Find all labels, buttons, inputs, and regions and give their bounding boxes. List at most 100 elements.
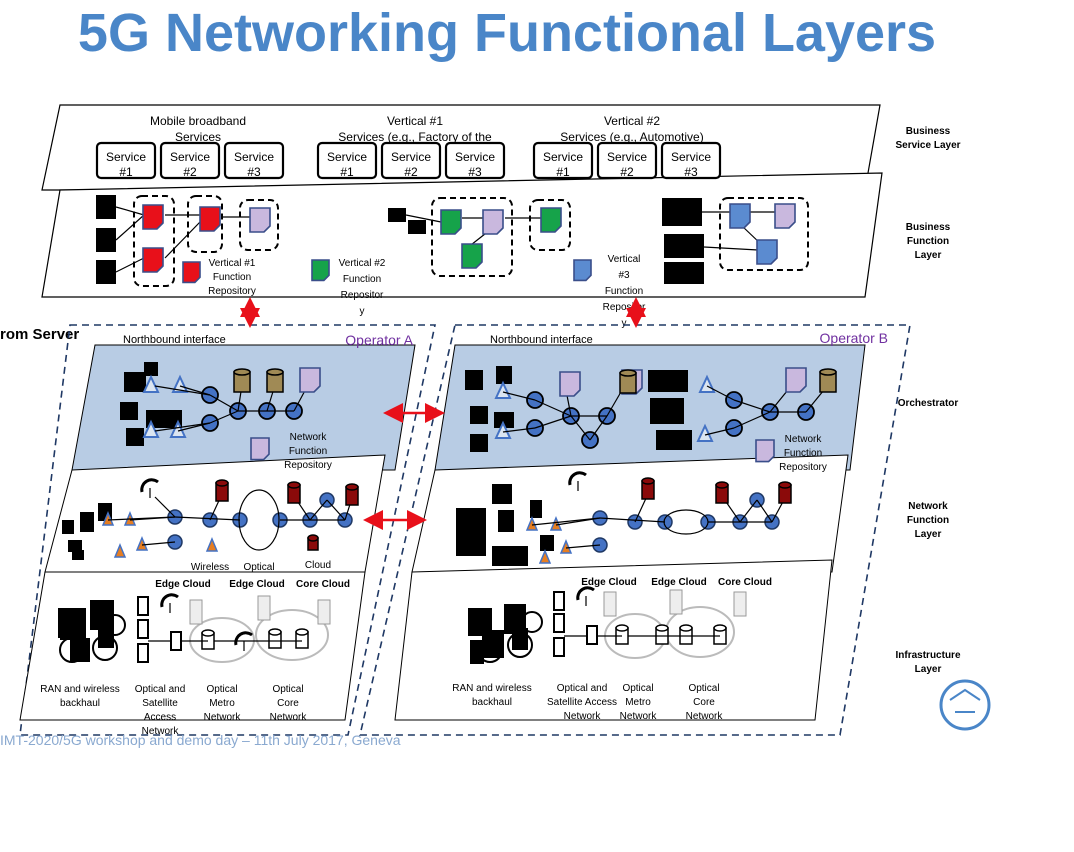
vertical1-repository-label: Function (213, 272, 251, 283)
function-icon (755, 439, 775, 463)
service-number: #2 (183, 165, 197, 179)
database-icon (819, 368, 837, 376)
function-group-box (719, 197, 809, 271)
device-icon (530, 500, 542, 518)
link-line (739, 499, 758, 523)
server-rack (257, 595, 271, 621)
cloud-label: Edge Cloud (155, 579, 211, 590)
infra-label: Optical and (557, 683, 608, 694)
device-icon (494, 412, 514, 428)
service-number: #2 (404, 165, 418, 179)
service-box (596, 141, 658, 180)
antenna-icon (171, 374, 189, 393)
business-function-layer (41, 172, 883, 298)
vertical3-repository-label: #3 (618, 270, 630, 281)
infra-label: Network (686, 711, 724, 722)
network-function-repository-label: Function (289, 446, 327, 457)
network-function-repository-label: Function (784, 448, 822, 459)
northbound-label: Northbound interface (490, 334, 593, 346)
service-box (660, 141, 722, 180)
cloud-label: Edge Cloud (229, 579, 285, 590)
database-icon (233, 368, 251, 376)
function-icon (785, 367, 807, 393)
database-icon (345, 483, 359, 491)
service-box (380, 141, 442, 180)
device-icon (498, 510, 514, 532)
database-icon (215, 479, 229, 487)
link-line (209, 394, 239, 412)
service-label: Service (106, 150, 146, 164)
database-icon (268, 628, 282, 636)
operator-label: Operator B (820, 330, 888, 346)
cloud-shape (189, 617, 255, 663)
link-line (589, 415, 608, 441)
antenna-icon (559, 539, 573, 554)
link-line (179, 385, 211, 396)
device-icon (504, 604, 526, 634)
link-line (154, 496, 176, 518)
antenna-icon (538, 549, 552, 564)
infra-label: Optical (272, 684, 303, 695)
satellite-dish-icon (576, 586, 595, 601)
database-icon (713, 624, 727, 632)
service-box (316, 141, 378, 180)
service-group-subtitle: Services (e.g., Factory of the (338, 130, 492, 144)
antenna-icon (142, 374, 160, 393)
function-icon (142, 247, 164, 273)
network-function-repository-label: Network (785, 434, 823, 445)
function-icon (559, 371, 581, 397)
function-group-box (529, 199, 571, 251)
infra-label: Network (204, 712, 242, 723)
northbound-label: Northbound interface (123, 334, 226, 346)
function-icon (249, 207, 271, 233)
server-rack (733, 591, 747, 617)
infra-label: Network (142, 726, 180, 737)
database-icon (287, 481, 301, 489)
device-icon (96, 195, 116, 219)
operator-b-nf-layer (411, 454, 849, 573)
infra-label: backhaul (472, 697, 512, 708)
service-box (223, 141, 285, 180)
satellite-dish-icon (160, 593, 179, 608)
device-icon (96, 228, 116, 252)
database-icon (778, 481, 792, 489)
footer: IMT-2020/5G workshop and demo day – 11th… (0, 732, 401, 748)
device-icon (465, 370, 483, 390)
vertical2-repository-label: Vertical #2 (339, 258, 386, 269)
antenna-icon (135, 536, 149, 551)
device-icon (60, 622, 72, 640)
device-icon (62, 520, 74, 534)
device-icon (90, 600, 114, 630)
function-icon (311, 259, 330, 282)
device-icon (70, 638, 90, 662)
layer-label: Function (907, 515, 949, 526)
operator-b-outline (358, 324, 911, 736)
infra-label: Satellite Access (547, 697, 617, 708)
device-icon (482, 630, 504, 658)
function-icon (573, 259, 592, 282)
link-line (174, 516, 241, 521)
network-function-repository-label: Repository (284, 460, 332, 471)
device-icon (144, 362, 158, 376)
layer-label: Network (908, 501, 948, 512)
link-line (565, 544, 601, 549)
infra-label: Network (270, 712, 308, 723)
nf-label-cloud: Cloud (305, 560, 331, 571)
service-number: #3 (468, 165, 482, 179)
service-label: Service (170, 150, 210, 164)
function-group-box (133, 195, 175, 287)
database-icon (619, 369, 637, 377)
cloud-label: Edge Cloud (651, 577, 707, 588)
vertical1-repository-label: Vertical #1 (209, 258, 256, 269)
device-icon (120, 402, 138, 420)
access-node (586, 625, 598, 645)
service-label: Service (327, 150, 367, 164)
access-node (553, 637, 565, 657)
service-number: #3 (247, 165, 261, 179)
function-icon (482, 209, 504, 235)
satellite-dish-icon (234, 631, 253, 646)
service-group-subtitle: Services (e.g., Automotive) (560, 130, 703, 144)
database-icon (266, 368, 284, 376)
service-group-title: Vertical #2 (604, 114, 660, 128)
antenna-icon (101, 511, 115, 526)
